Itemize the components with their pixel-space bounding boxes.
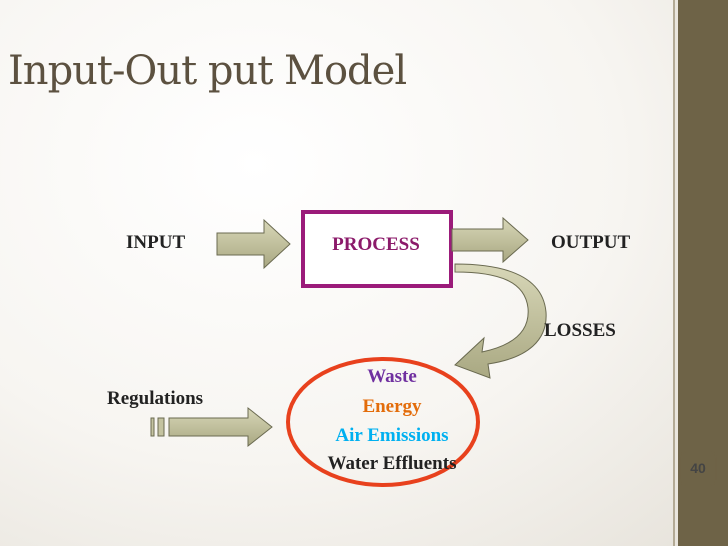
slide-title: Input-Out put Model [8, 48, 407, 94]
outcome-air-emissions: Air Emissions [335, 425, 449, 446]
output-arrow [451, 216, 529, 264]
page-number-bracket-left [679, 451, 687, 486]
outcome-energy: Energy [362, 396, 422, 417]
outcome-waste: Waste [367, 366, 417, 387]
process-box [301, 210, 453, 288]
page-number-bracket-right [709, 451, 717, 486]
input-arrow [216, 218, 291, 270]
accent-band-edge [673, 0, 675, 546]
output-label: OUTPUT [551, 232, 631, 253]
losses-curved-arrow [454, 263, 547, 379]
regulations-label: Regulations [107, 388, 204, 409]
accent-band [678, 0, 728, 546]
outcome-water-effluents: Water Effluents [327, 453, 457, 474]
page-number: 40 [690, 460, 706, 476]
outcomes-circle [286, 357, 480, 487]
losses-label: LOSSES [544, 320, 616, 341]
input-label: INPUT [126, 232, 186, 253]
process-label: PROCESS [332, 234, 420, 255]
accent-band-line [675, 0, 678, 546]
regulations-arrow [150, 406, 273, 448]
